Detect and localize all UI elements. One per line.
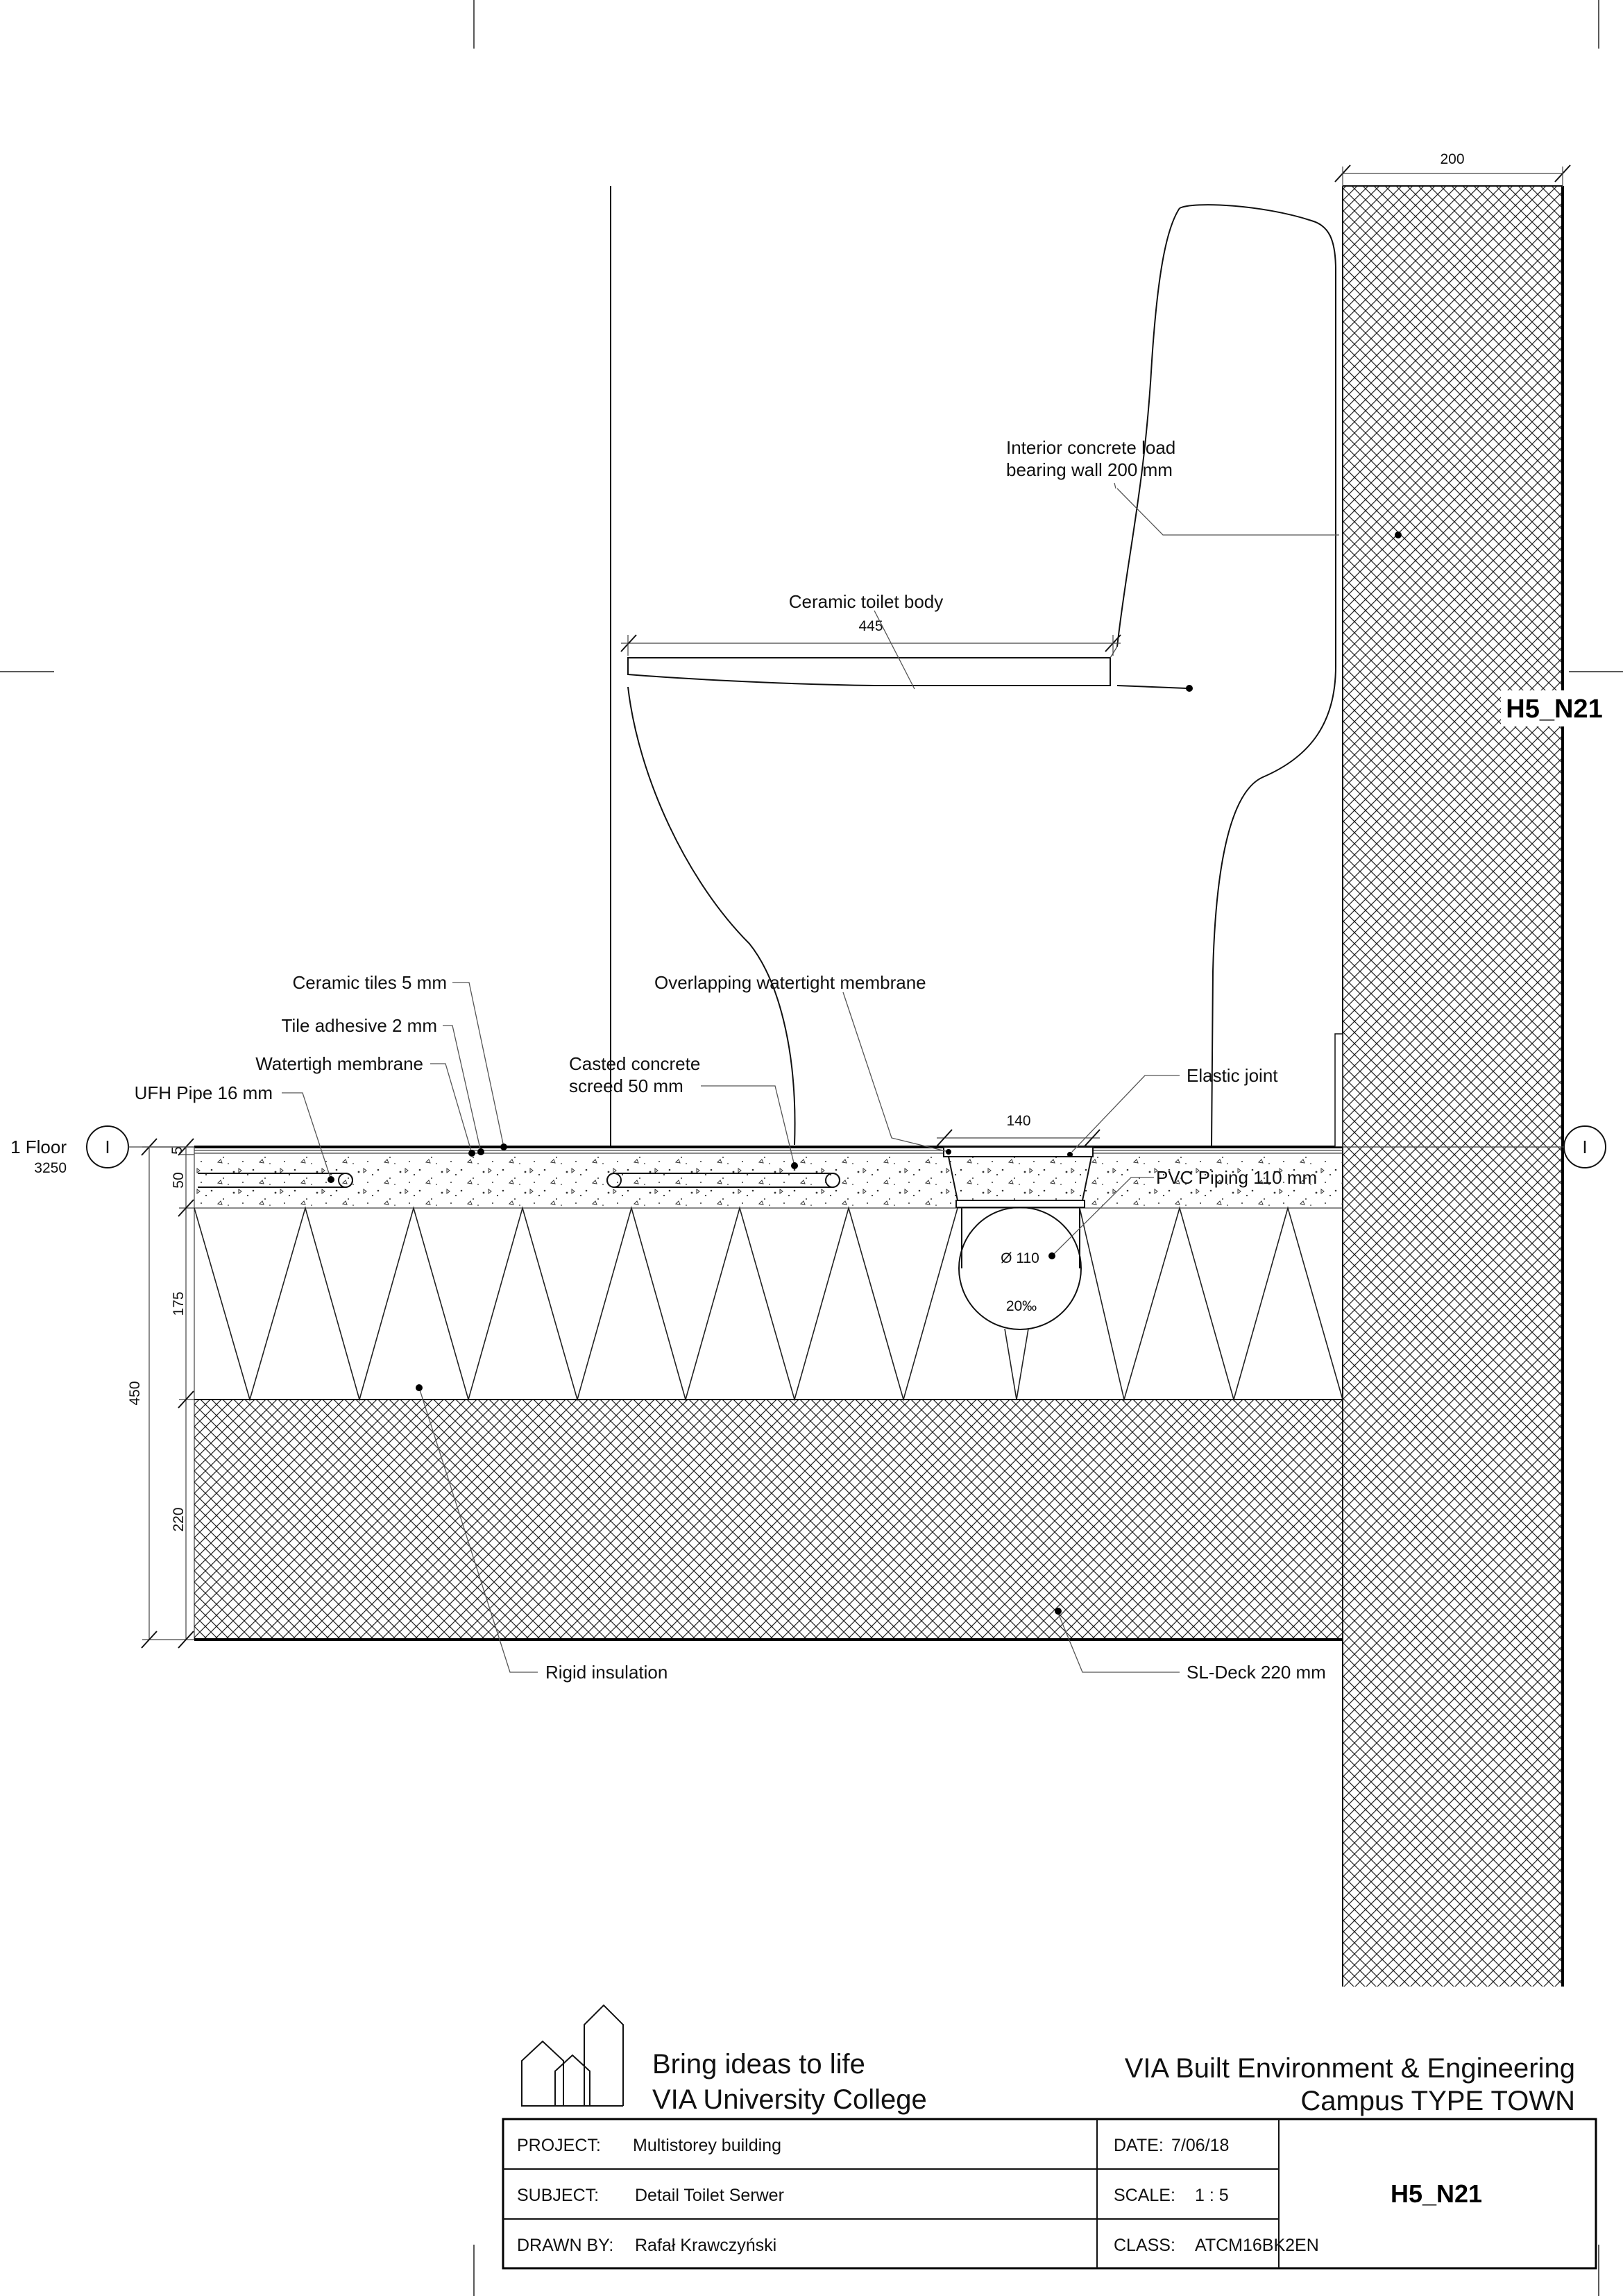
drawing-number: H5_N21 (1391, 2179, 1482, 2208)
drawn-value: Rafał Krawczyński (635, 2236, 776, 2255)
pipe-slope-text: 20‰ (1006, 1298, 1037, 1314)
level-marker: 1 Floor 3250 I I (10, 1125, 1606, 1176)
label-ceramic-tiles: Ceramic tiles 5 mm (293, 972, 447, 993)
scale-label: SCALE: (1114, 2186, 1175, 2205)
project-label: PROJECT: (517, 2136, 601, 2155)
institution-line2: Campus TYPE TOWN (1300, 2086, 1575, 2116)
scale-value: 1 : 5 (1195, 2186, 1229, 2205)
dim-insulation: 175 (171, 1291, 187, 1316)
title-block: PROJECT: Multistorey building SUBJECT: D… (502, 2118, 1597, 2270)
project-value: Multistorey building (633, 2136, 781, 2155)
rigid-insulation (194, 1206, 1343, 1402)
seat-dim-text: 445 (858, 618, 883, 634)
dim-deck: 220 (171, 1507, 187, 1531)
floor-drain: Ø 110 20‰ (943, 1146, 1094, 1330)
date-value: 7/06/18 (1171, 2136, 1229, 2155)
level-elevation: 3250 (34, 1160, 67, 1176)
label-elastic-joint: Elastic joint (1187, 1065, 1278, 1086)
label-wall-line1: Interior concrete load (1006, 437, 1175, 458)
ufh-pipes (198, 1173, 840, 1188)
wall-dim-text: 200 (1440, 151, 1464, 167)
layer-dimensions: 5 50 175 220 450 (127, 1138, 194, 1649)
subject-label: SUBJECT: (517, 2186, 599, 2205)
dim-tiles: 5 (169, 1146, 185, 1155)
level-name: 1 Floor (10, 1137, 67, 1157)
sl-deck (194, 1399, 1343, 1641)
institution-line1: VIA Built Environment & Engineering (1125, 2053, 1575, 2084)
drain-dimension: 140 (936, 1113, 1101, 1147)
wall-dimension: 200 (1334, 151, 1571, 187)
label-screed-line2: screed 50 mm (569, 1075, 683, 1096)
concrete-wall (1342, 185, 1564, 1987)
class-value: ATCM16BK2EN (1195, 2236, 1319, 2255)
reference-tag-text: H5_N21 (1506, 695, 1602, 724)
toilet-body (627, 204, 1336, 1148)
slogan-line1: Bring ideas to life (652, 2049, 865, 2080)
label-tile-adhesive: Tile adhesive 2 mm (282, 1015, 437, 1036)
label-rigid-insulation: Rigid insulation (545, 1662, 668, 1683)
label-ufh-pipe: UFH Pipe 16 mm (135, 1082, 273, 1103)
dim-screed: 50 (171, 1172, 187, 1188)
label-pvc-piping: PVC Piping 110 mm (1156, 1167, 1317, 1188)
label-overlap-membrane: Overlapping watertight membrane (654, 972, 926, 993)
slogan-line2: VIA University College (652, 2084, 927, 2115)
dim-total: 450 (127, 1381, 143, 1405)
subject-value: Detail Toilet Serwer (635, 2186, 784, 2205)
date-label: DATE: (1114, 2136, 1164, 2155)
label-membrane: Watertigh membrane (255, 1053, 423, 1074)
label-toilet: Ceramic toilet body (789, 591, 944, 612)
floor-finish (194, 1146, 1343, 1640)
label-sl-deck: SL-Deck 220 mm (1187, 1662, 1326, 1683)
annotations: Interior concrete load bearing wall 200 … (135, 437, 1326, 1683)
label-wall-line2: bearing wall 200 mm (1006, 459, 1173, 480)
via-logo (521, 2004, 624, 2107)
level-axis-right: I (1582, 1137, 1587, 1157)
leaders (282, 482, 1402, 1673)
label-screed-line1: Casted concrete (569, 1053, 700, 1074)
seat-dimension: 445 (620, 618, 1121, 656)
elastic-joint-strip (1334, 1033, 1343, 1148)
drain-dim-text: 140 (1006, 1113, 1030, 1129)
level-axis-left: I (105, 1137, 110, 1157)
drawn-label: DRAWN BY: (517, 2236, 613, 2255)
reference-tag: H5_N21 (1501, 690, 1603, 726)
class-label: CLASS: (1114, 2236, 1175, 2255)
pipe-diameter-text: Ø 110 (1001, 1250, 1039, 1266)
